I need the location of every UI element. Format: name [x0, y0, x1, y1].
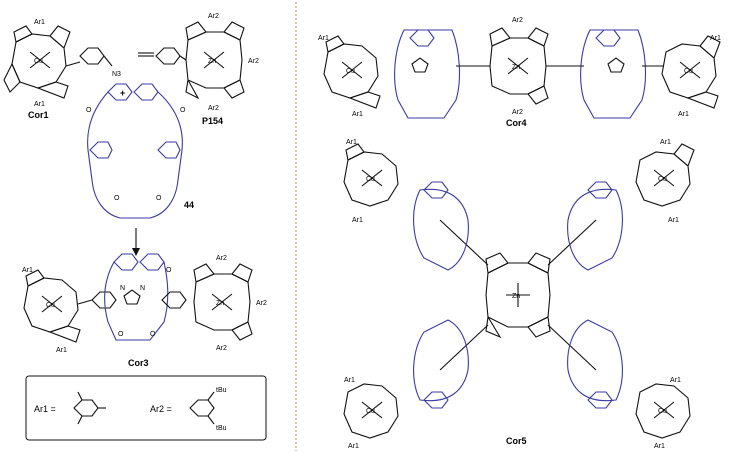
cor4-zn-center: Zn	[512, 64, 520, 71]
cor5-ar1-tr-top: Ar1	[660, 139, 671, 146]
p154-ar2-right: Ar2	[248, 58, 259, 65]
cor3-ar2-right: Ar2	[256, 300, 267, 307]
cor1-aryl-azide: N3	[79, 47, 121, 78]
legend-ar2-label: Ar2 =	[150, 404, 172, 414]
cor4-ar1-left-bottom: Ar1	[352, 111, 363, 118]
cor5-ar1-br-top: Ar1	[670, 377, 681, 384]
cor5-ar1-bl-bottom: Ar1	[348, 443, 359, 450]
p154-ar2-bottom: Ar2	[208, 105, 219, 112]
legend-box: Ar1 = Ar2 = tBu tBu	[25, 375, 267, 441]
p154-metal-label: Zn	[208, 58, 216, 65]
cor3-cu-label: Cu	[46, 302, 55, 309]
cor4-ar2-top: Ar2	[512, 17, 523, 24]
cor5-cu-tr: Cu	[658, 176, 667, 183]
reaction-arrow	[132, 228, 140, 256]
p154-ar2-top: Ar2	[208, 13, 219, 20]
cor5-cu-tl: Cu	[366, 176, 375, 183]
cor3-ar2-bottom: Ar2	[216, 345, 227, 352]
cor4-cu-left: Cu	[346, 68, 355, 75]
p154-structure: Zn Ar2 Ar2 Ar2	[179, 13, 259, 112]
p154-alkyne-aryl	[138, 47, 181, 65]
cor3-label: Cor3	[128, 358, 149, 368]
cor1-structure: Cu Ar1 Ar1	[3, 19, 81, 108]
cor4-ar1-right-top: Ar1	[710, 35, 721, 42]
cor4-label: Cor4	[506, 118, 527, 128]
cor4-ar1-left-top: Ar1	[318, 35, 329, 42]
cor4-ar2-bottom: Ar2	[512, 109, 523, 116]
azide-label: N3	[112, 71, 121, 78]
cor3-triazole-n2: N	[140, 285, 145, 292]
macrocycle-44: O O O O	[86, 83, 186, 219]
cor5-cu-br: Cu	[658, 408, 667, 415]
cor3-ar1-top: Ar1	[22, 267, 33, 274]
cor4-cu-right: Cu	[684, 68, 693, 75]
cor5-ar1-tl-bottom: Ar1	[352, 217, 363, 224]
p154-label: P154	[202, 116, 223, 126]
cor5-cu-bl: Cu	[366, 408, 375, 415]
mesityl-ring	[73, 399, 99, 417]
cor4-ar1-right-bottom: Ar1	[678, 111, 689, 118]
cor4-structure: Cu Ar1 Ar1 Zn Ar2 Ar2	[318, 17, 721, 119]
legend-tbu-top: tBu	[216, 387, 227, 394]
right-panel: Cu Ar1 Ar1 Zn Ar2 Ar2	[318, 17, 721, 450]
cor3-ar2-top: Ar2	[216, 255, 227, 262]
cor5-ar1-tl-top: Ar1	[346, 139, 357, 146]
cor3-structure: Cu Ar1 Ar1 O O O N N	[22, 253, 267, 354]
macro-o1: O	[86, 107, 92, 114]
macro-o3: O	[114, 195, 120, 202]
plus-sign: +	[120, 88, 125, 98]
left-panel: Cu Ar1 Ar1 N3 Zn Ar2 Ar2	[3, 13, 267, 441]
macro-o2: O	[180, 107, 186, 114]
macro-o4: O	[156, 195, 162, 202]
cor3-o2: O	[118, 331, 124, 338]
cor1-label: Cor1	[28, 110, 49, 120]
legend-tbu-bottom: tBu	[216, 425, 227, 432]
legend-ar1-label: Ar1 =	[34, 404, 56, 414]
cor5-ar1-br-bottom: Ar1	[654, 443, 665, 450]
cor3-zn-label: Zn	[216, 300, 224, 307]
cor1-ar1-top: Ar1	[34, 19, 45, 26]
cor5-zn-center: Zn	[512, 293, 520, 300]
cor1-ar1-bottom: Ar1	[34, 101, 45, 108]
macrocycle-label: 44	[184, 200, 194, 210]
ditbuphenyl-ring	[189, 399, 215, 417]
cor5-ar1-tr-bottom: Ar1	[668, 217, 679, 224]
cor3-ar1-bottom: Ar1	[56, 347, 67, 354]
cor1-metal-label: Cu	[34, 58, 43, 65]
cor5-ar1-bl-top: Ar1	[344, 377, 355, 384]
cor5-structure: Zn C	[343, 139, 695, 450]
cor3-o1: O	[166, 267, 172, 274]
cor3-o3: O	[150, 331, 156, 338]
cor3-triazole-n1: N	[120, 285, 125, 292]
cor5-label: Cor5	[506, 436, 527, 446]
